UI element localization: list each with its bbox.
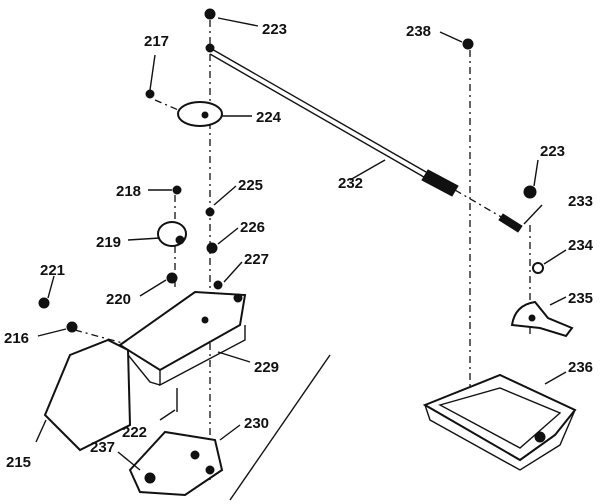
crease-line [229, 354, 331, 501]
block-237 [128, 430, 224, 497]
label-215: 215 [6, 454, 31, 471]
nut-223-rod [205, 43, 215, 53]
nut-223-right [523, 185, 537, 199]
label-225: 225 [238, 177, 263, 194]
label-229: 229 [254, 359, 279, 376]
label-219: 219 [96, 234, 121, 251]
washer-234 [532, 262, 544, 274]
label-217: 217 [144, 33, 169, 50]
label-236: 236 [568, 359, 593, 376]
screw-227 [213, 280, 223, 290]
label-234: 234 [568, 237, 594, 254]
label-226: 226 [240, 219, 265, 236]
screw-225 [205, 207, 215, 217]
bracket-235 [510, 300, 574, 338]
label-222: 222 [122, 424, 147, 441]
nut-216 [66, 321, 78, 333]
label-233: 233 [568, 193, 593, 210]
label-223-right: 223 [540, 143, 565, 160]
washer-226 [206, 242, 218, 254]
label-224: 224 [256, 109, 282, 126]
rod-232 [209, 47, 459, 197]
tray-236 [422, 373, 577, 471]
label-227: 227 [244, 251, 269, 268]
screw-217 [145, 89, 155, 99]
bracket-229 [118, 290, 247, 387]
label-238: 238 [406, 23, 431, 40]
label-220: 220 [106, 291, 131, 308]
screw-221 [38, 297, 50, 309]
label-237: 237 [90, 439, 115, 456]
spring-233 [498, 213, 523, 233]
label-230: 230 [244, 415, 269, 432]
label-232: 232 [338, 175, 363, 192]
label-235: 235 [568, 290, 593, 307]
plate-215 [43, 338, 132, 452]
nut-238 [462, 38, 474, 50]
label-223-top: 223 [262, 21, 287, 38]
nut-223-top [204, 8, 216, 20]
label-216: 216 [4, 330, 29, 347]
screw-218 [172, 185, 182, 195]
leader-lines [35, 17, 567, 471]
label-218: 218 [116, 183, 141, 200]
cam-224 [177, 101, 223, 127]
callout-labels: 223 217 224 238 232 223 218 225 226 219 … [4, 21, 594, 471]
knob-219 [157, 221, 187, 247]
nut-220 [166, 272, 178, 284]
label-221: 221 [40, 262, 65, 279]
